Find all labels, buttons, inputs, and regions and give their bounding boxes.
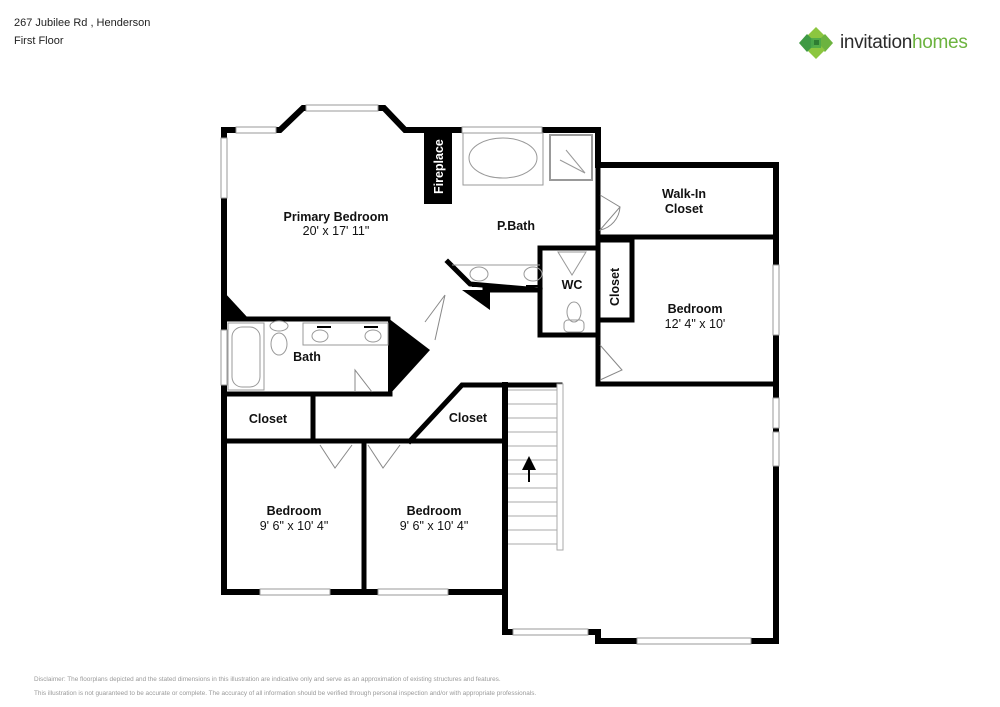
wall-wedge [462, 290, 490, 310]
staircase [508, 383, 564, 551]
property-header: 267 Jubilee Rd , Henderson First Floor [14, 14, 150, 50]
closet-left-label: Closet [249, 412, 288, 426]
bedroom-right-dims: 12' 4" x 10' [665, 317, 726, 331]
door-swings [319, 194, 623, 469]
bath-fixtures [227, 320, 389, 391]
primary-bedroom-label: Primary Bedroom [284, 210, 389, 224]
invitation-homes-logo: invitationhomes [798, 26, 968, 60]
windows [220, 104, 780, 645]
faucets [317, 285, 540, 328]
bedroom-right-label: Bedroom [668, 302, 723, 316]
closet-vertical-label: Closet [608, 267, 622, 306]
pbath-vanity [452, 264, 543, 282]
pbath-tub [462, 132, 593, 186]
primary-bedroom-dims: 20' x 17' 11" [303, 224, 370, 238]
bedroom-mid-dims: 9' 6" x 10' 4" [400, 519, 469, 533]
wall-wedge [388, 318, 430, 394]
stairs-up-arrow-icon [522, 456, 536, 482]
clover-diamond-logo-icon [799, 27, 833, 59]
floor-label: First Floor [14, 35, 64, 47]
fireplace-label: Fireplace [432, 139, 446, 194]
bath-label: Bath [293, 350, 321, 364]
logo-wordmark: invitationhomes [840, 32, 968, 53]
walkin-closet-label-1: Walk-In [662, 187, 706, 201]
wall-wedge [224, 292, 248, 318]
bedroom-left-dims: 9' 6" x 10' 4" [260, 519, 329, 533]
pbath-label: P.Bath [497, 219, 535, 233]
wc-label: WC [562, 278, 583, 292]
interior-walls [221, 162, 779, 595]
wc-toilet [557, 251, 587, 333]
bedroom-left-label: Bedroom [267, 504, 322, 518]
bedroom-mid-label: Bedroom [407, 504, 462, 518]
closet-mid-label: Closet [449, 411, 488, 425]
property-address: 267 Jubilee Rd , Henderson [14, 17, 151, 29]
fireplace [424, 130, 452, 204]
disclaimer-line-2: This illustration is not guaranteed to b… [34, 690, 537, 697]
walkin-closet-label-2: Closet [665, 202, 704, 216]
disclaimer: Disclaimer: The floorplans depicted and … [34, 673, 536, 701]
disclaimer-line-1: Disclaimer: The floorplans depicted and … [34, 676, 501, 683]
